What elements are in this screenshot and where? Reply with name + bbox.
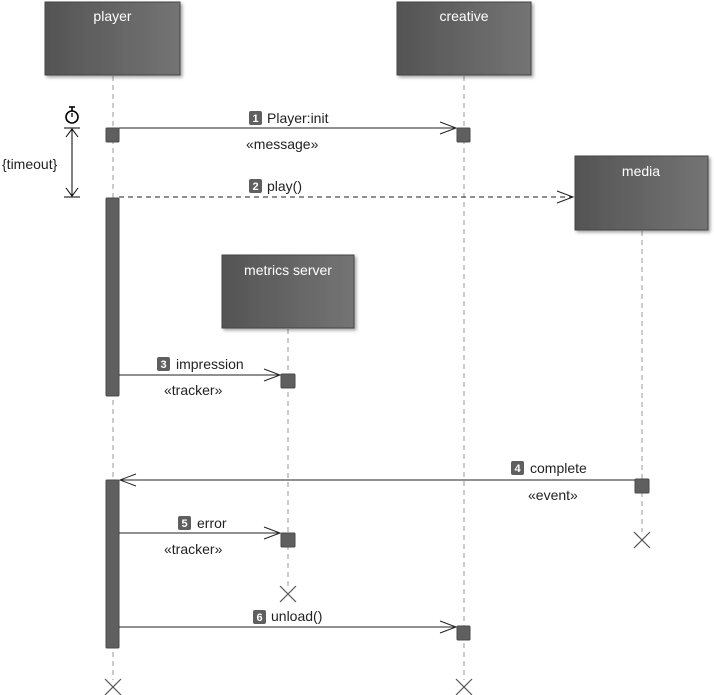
message-3-label: impression <box>176 356 244 372</box>
metrics-activation-1 <box>280 373 296 389</box>
message-5-number: 5 <box>181 518 187 530</box>
creative-activation-1 <box>456 127 471 143</box>
player-activation-1 <box>105 127 120 143</box>
creative-title: creative <box>439 8 488 24</box>
message-4-stereotype: «event» <box>528 487 578 503</box>
player-activation-3 <box>105 479 120 649</box>
message-2-label: play() <box>267 178 302 194</box>
player-lifeline-box[interactable]: player <box>44 1 181 76</box>
message-1-stereotype: «message» <box>246 136 319 152</box>
creative-lifeline-box[interactable]: creative <box>396 1 532 76</box>
player-title: player <box>93 8 131 24</box>
message-6-number: 6 <box>256 612 262 624</box>
message-2-number: 2 <box>252 181 258 193</box>
media-title: media <box>622 163 660 179</box>
message-3-stereotype: «tracker» <box>164 382 223 398</box>
message-6-label: unload() <box>271 608 322 624</box>
metrics-activation-2 <box>280 532 296 548</box>
message-5-stereotype: «tracker» <box>164 541 223 557</box>
metrics-server-lifeline-box[interactable]: metrics server <box>221 254 355 329</box>
media-activation-1 <box>634 478 650 494</box>
media-destroy-marker <box>633 531 651 549</box>
message-5-label: error <box>197 515 227 531</box>
creative-activation-2 <box>456 625 471 641</box>
player-activation-2 <box>105 197 120 397</box>
creative-destroy-marker <box>455 678 473 695</box>
metrics-server-title: metrics server <box>244 262 332 278</box>
timeout-constraint-label: {timeout} <box>2 156 58 172</box>
message-4-label: complete <box>530 460 587 476</box>
media-lifeline-box[interactable]: media <box>574 155 709 231</box>
metrics-destroy-marker <box>279 585 297 603</box>
message-4-number: 4 <box>514 463 521 475</box>
message-1-label: Player:init <box>267 110 329 126</box>
stopwatch-icon <box>65 106 79 124</box>
duration-constraint <box>64 127 80 198</box>
message-1-number: 1 <box>252 113 258 125</box>
message-3-number: 3 <box>160 359 166 371</box>
player-destroy-marker <box>104 678 122 695</box>
